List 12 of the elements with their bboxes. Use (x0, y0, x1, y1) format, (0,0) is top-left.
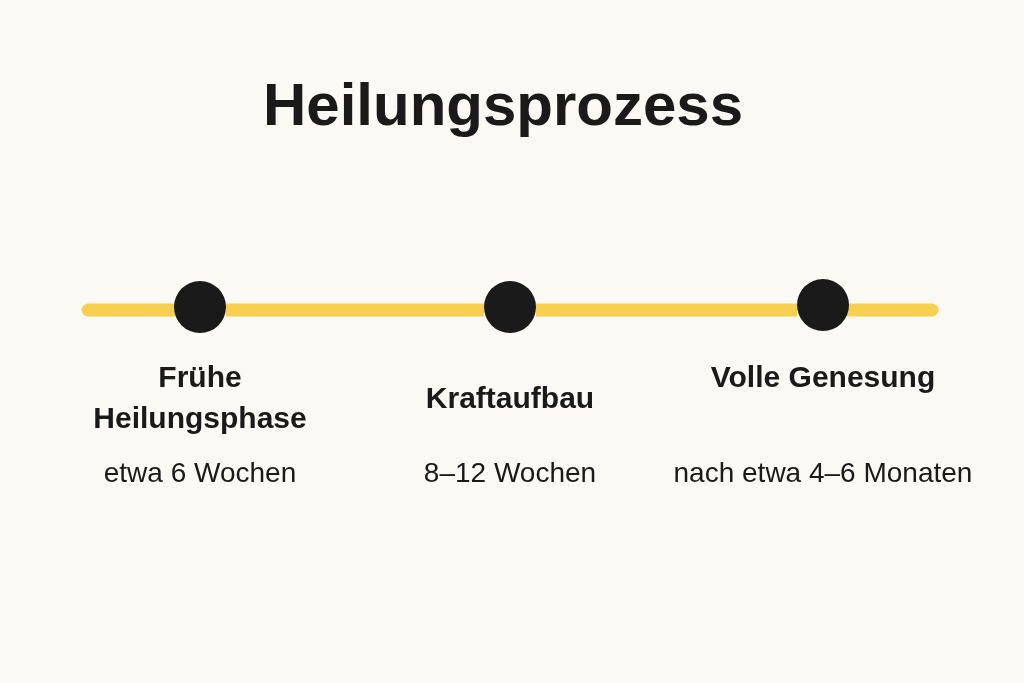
timeline-dot (174, 281, 226, 333)
timeline-dot (797, 279, 849, 331)
title: Heilungsprozess (261, 70, 745, 139)
timeline-line (226, 303, 484, 317)
phase-duration: nach etwa 4–6 Monaten (673, 456, 973, 490)
phase-heading: Frühe Heilungsphase (92, 359, 308, 436)
timeline-line (536, 303, 797, 317)
phase-duration: etwa 6 Wochen (102, 456, 298, 490)
timeline-dot (484, 281, 536, 333)
phase-heading: Volle Genesung (709, 359, 937, 395)
phase-heading: Kraftaufbau (424, 380, 596, 416)
phase-duration: 8–12 Wochen (422, 456, 598, 490)
